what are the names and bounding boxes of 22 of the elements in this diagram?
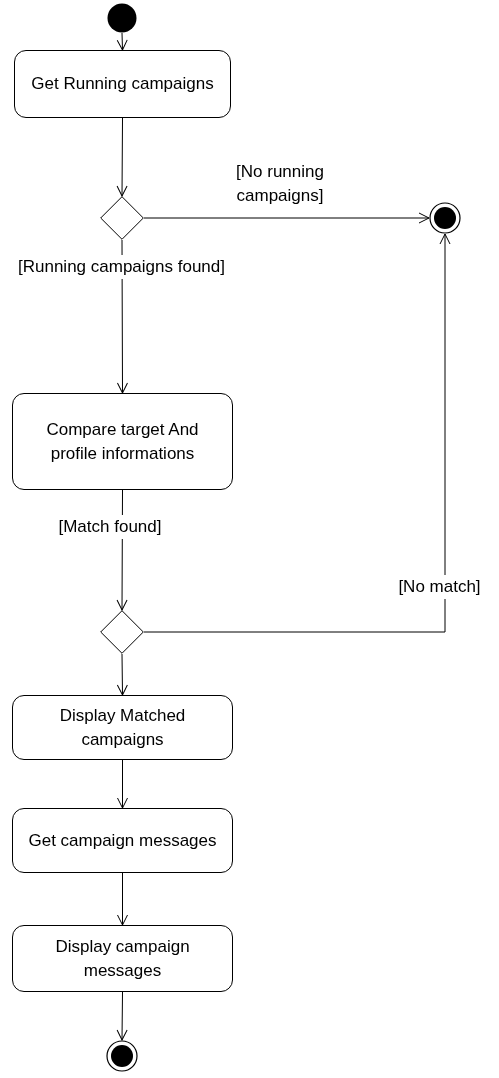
action-box <box>12 695 233 760</box>
arrow <box>116 991 128 1041</box>
arrow <box>116 117 128 197</box>
edge-label: [Running campaigns found] <box>18 257 225 276</box>
action-text: Display campaign messages <box>54 935 191 982</box>
arrow <box>143 233 451 633</box>
action-text: Get campaign messages <box>28 829 217 852</box>
action-text: Get Running campaigns <box>31 73 214 95</box>
action-box <box>12 925 233 992</box>
action-text: Compare target And profile informations <box>45 418 200 465</box>
edge-label: [No match] <box>398 577 481 596</box>
action-text: Display Matched campaigns <box>58 704 187 751</box>
action-box <box>12 808 233 873</box>
action-box <box>12 393 233 490</box>
arrow <box>116 653 128 696</box>
arrow <box>143 212 430 224</box>
action-box <box>14 50 231 118</box>
edge-label: [No running campaigns] <box>236 162 324 205</box>
arrow <box>117 872 128 926</box>
edge-label: [Match found] <box>58 517 162 536</box>
arrow <box>116 32 128 51</box>
arrow <box>117 759 128 809</box>
